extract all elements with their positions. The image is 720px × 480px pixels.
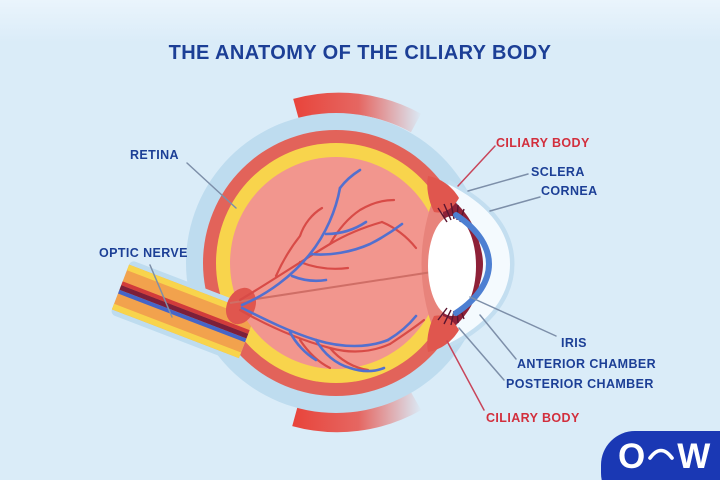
- logo-letter-o: O: [618, 437, 646, 476]
- posterior-chamber-leader: [458, 327, 505, 381]
- label-anterior-chamber: ANTERIOR CHAMBER: [517, 357, 657, 371]
- highlight-arc-top: [293, 92, 422, 133]
- hyaloid-canal: [229, 271, 433, 304]
- sclera-leader: [467, 173, 529, 192]
- iris-leader: [469, 296, 557, 337]
- retina-leader: [186, 162, 237, 209]
- vitreous-body: [230, 157, 442, 369]
- label-ciliary-body-bottom: CILIARY BODY: [486, 411, 580, 425]
- label-iris: IRIS: [561, 336, 587, 350]
- leader-lines: [149, 145, 557, 411]
- label-cornea: CORNEA: [541, 184, 598, 198]
- ciliary-bottom-leader: [446, 340, 485, 411]
- label-sclera: SCLERA: [531, 165, 585, 179]
- logo-letter-w: W: [677, 437, 711, 476]
- logo-arc-icon: [648, 448, 675, 460]
- label-ciliary-body-top: CILIARY BODY: [496, 136, 590, 150]
- brand-logo: O W: [601, 431, 720, 480]
- label-retina: RETINA: [130, 148, 179, 162]
- optic-nerve-leader: [149, 264, 173, 318]
- anterior-chamber-leader: [479, 314, 517, 360]
- page-title: THE ANATOMY OF THE CILIARY BODY: [168, 42, 552, 64]
- cornea-leader: [489, 196, 541, 212]
- label-posterior-chamber: POSTERIOR CHAMBER: [506, 377, 654, 391]
- lens: [428, 216, 476, 316]
- label-optic-nerve: OPTIC NERVE: [99, 246, 188, 260]
- highlight-arc-bottom: [292, 391, 422, 433]
- optic-nerve-structure: [111, 261, 257, 362]
- retinal-vessels: [238, 168, 426, 373]
- ciliary-top-leader: [457, 145, 496, 187]
- cornea-rim: [446, 179, 515, 349]
